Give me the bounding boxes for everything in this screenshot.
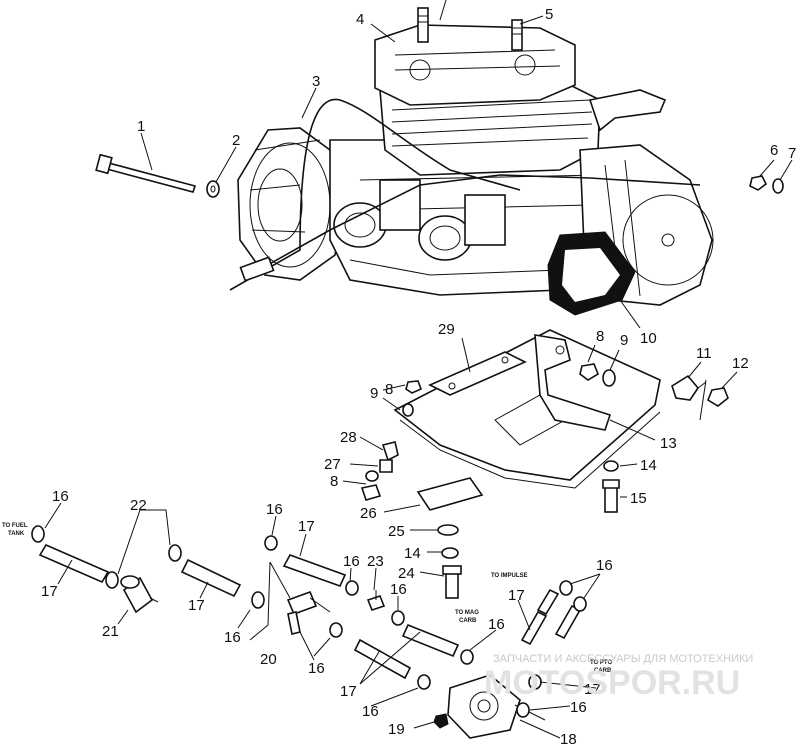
callout-19: 19 bbox=[388, 721, 405, 738]
callout-17-a: 17 bbox=[41, 583, 58, 600]
callout-7: 7 bbox=[788, 145, 796, 162]
callout-5: 5 bbox=[545, 6, 553, 23]
callout-14-lower: 14 bbox=[404, 545, 421, 562]
callout-11: 11 bbox=[696, 345, 712, 362]
callout-26: 26 bbox=[360, 505, 377, 522]
callout-16-i: 16 bbox=[596, 557, 613, 574]
callout-27: 27 bbox=[324, 456, 341, 473]
callout-9-left: 9 bbox=[370, 385, 378, 402]
watermark: ЗАПЧАСТИ И АКСЕССУАРЫ ДЛЯ МОТОТЕХНИКИ MO… bbox=[484, 653, 753, 702]
leader-lines bbox=[44, 0, 793, 739]
callout-16-d: 16 bbox=[308, 660, 325, 677]
callout-25: 25 bbox=[388, 523, 405, 540]
callout-2: 2 bbox=[232, 132, 240, 149]
watermark-brand: MOTOSPOR.RU bbox=[484, 664, 740, 702]
callout-17-d: 17 bbox=[340, 683, 357, 700]
callout-16-h: 16 bbox=[488, 616, 505, 633]
callout-16-e: 16 bbox=[343, 553, 360, 570]
callout-17-f: 17 bbox=[584, 681, 601, 698]
callout-17-b: 17 bbox=[188, 597, 205, 614]
note-to-fuel-tank-line2: TANK bbox=[8, 531, 25, 537]
note-to-pto-carb-line1: TO PTO bbox=[590, 660, 612, 666]
fuel-line-system bbox=[31, 525, 587, 739]
callout-1: 1 bbox=[137, 118, 145, 135]
callout-15: 15 bbox=[630, 490, 647, 507]
callout-16-a: 16 bbox=[52, 488, 69, 505]
callout-14-right: 14 bbox=[640, 457, 657, 474]
callout-28: 28 bbox=[340, 429, 357, 446]
callout-8-lower: 8 bbox=[330, 473, 338, 490]
watermark-tagline: ЗАПЧАСТИ И АКСЕССУАРЫ ДЛЯ МОТОТЕХНИКИ bbox=[493, 653, 753, 665]
engine-assembly bbox=[95, 7, 784, 316]
callout-16-c: 16 bbox=[266, 501, 283, 518]
callout-24: 24 bbox=[398, 565, 415, 582]
callout-4: 4 bbox=[356, 11, 364, 28]
note-to-fuel-tank-line1: TO FUEL bbox=[2, 523, 28, 529]
callout-23: 23 bbox=[367, 553, 384, 570]
callout-29: 29 bbox=[438, 321, 455, 338]
callout-20: 20 bbox=[260, 651, 277, 668]
callout-16-f: 16 bbox=[390, 581, 407, 598]
engine-mount-plate bbox=[360, 329, 729, 599]
callout-16-g: 16 bbox=[362, 703, 379, 720]
note-to-mag-carb-line1: TO MAG bbox=[455, 610, 479, 616]
callout-8-left: 8 bbox=[385, 381, 393, 398]
note-to-mag-carb-line2: CARB bbox=[459, 618, 477, 624]
callout-3: 3 bbox=[312, 73, 320, 90]
callout-12: 12 bbox=[732, 355, 749, 372]
callout-8-upper: 8 bbox=[596, 328, 604, 345]
note-to-pto-carb-line2: CARB bbox=[594, 668, 612, 674]
callout-9-upper: 9 bbox=[620, 332, 628, 349]
callout-16-b: 16 bbox=[224, 629, 241, 646]
callout-17-c: 17 bbox=[298, 518, 315, 535]
note-to-impulse: TO IMPULSE bbox=[491, 573, 528, 579]
callout-16-j: 16 bbox=[570, 699, 587, 716]
callout-6: 6 bbox=[770, 142, 778, 159]
callout-13: 13 bbox=[660, 435, 677, 452]
callout-22: 22 bbox=[130, 497, 147, 514]
callout-21: 21 bbox=[102, 623, 119, 640]
callout-labels: 1 2 3 4 5 6 7 8 9 10 11 12 29 8 9 13 28 … bbox=[2, 6, 796, 744]
callout-10: 10 bbox=[640, 330, 657, 347]
callout-18: 18 bbox=[560, 731, 577, 744]
callout-17-e: 17 bbox=[508, 587, 525, 604]
